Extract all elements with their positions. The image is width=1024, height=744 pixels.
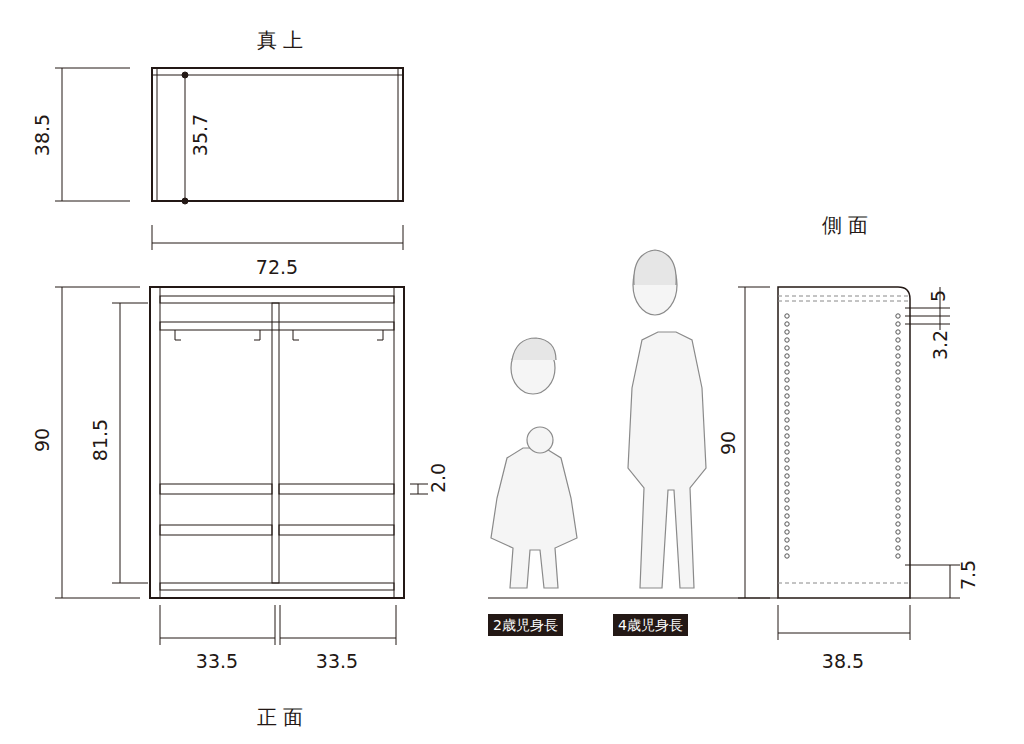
view-title: 真 上 [257,30,303,50]
dimension: 33.5 [316,652,358,671]
dimension: 90 [719,431,738,455]
dimension: 2.0 [429,463,448,493]
dimension: 5 [929,290,948,302]
tag-text: 2歳児身長 [493,617,558,633]
children-figures [491,250,706,588]
dimension: 3.2 [931,330,950,360]
dimension: 38.5 [33,114,52,156]
view-title: 正 面 [257,707,303,727]
view-title: 側 面 [822,215,868,235]
dimension: 90 [33,428,52,452]
ground-line [488,597,778,598]
dimension: 81.5 [91,419,110,461]
dimension: 33.5 [196,652,238,671]
dimension: 35.7 [191,114,210,156]
dimension: 72.5 [256,258,298,277]
top-view [55,68,403,250]
height-tag: 2歳児身長 [488,614,563,636]
front-view [55,287,428,645]
height-tag: 4歳児身長 [613,614,688,636]
side-view [738,287,960,640]
dimension: 7.5 [959,560,978,590]
tag-text: 4歳児身長 [618,617,683,633]
dimension: 38.5 [822,652,864,671]
